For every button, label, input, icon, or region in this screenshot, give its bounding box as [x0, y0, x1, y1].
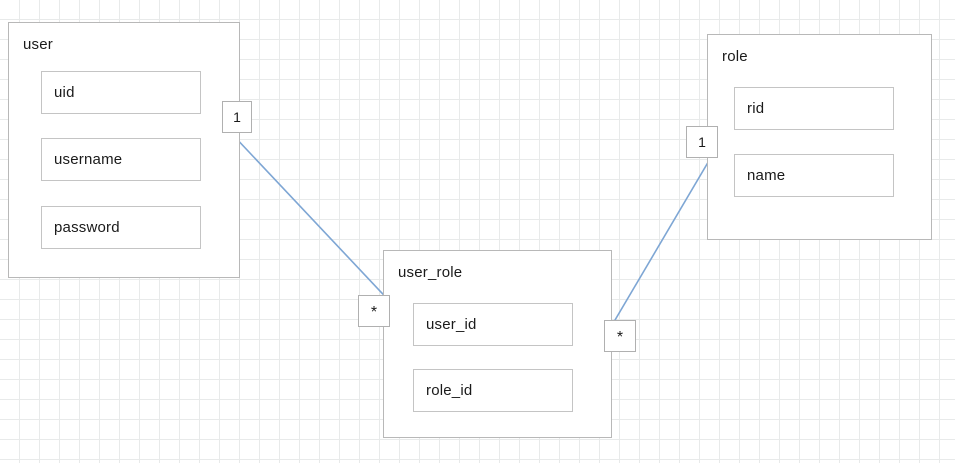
- cardinality-marker-user-one[interactable]: 1: [222, 101, 252, 133]
- entity-role[interactable]: role rid name: [707, 34, 932, 240]
- entity-user[interactable]: user uid username password: [8, 22, 240, 278]
- cardinality-marker-user_role-right-many[interactable]: *: [604, 320, 636, 352]
- attribute-password[interactable]: password: [41, 206, 201, 249]
- attribute-name-label: name: [747, 167, 786, 184]
- attribute-uid[interactable]: uid: [41, 71, 201, 114]
- entity-user_role-title: user_role: [398, 264, 463, 281]
- attribute-user_id-label: user_id: [426, 316, 477, 333]
- attribute-username-label: username: [54, 151, 123, 168]
- entity-user-title: user: [23, 36, 53, 53]
- attribute-password-label: password: [54, 219, 120, 236]
- attribute-rid[interactable]: rid: [734, 87, 894, 130]
- entity-user_role[interactable]: user_role user_id role_id: [383, 250, 612, 438]
- attribute-rid-label: rid: [747, 100, 765, 117]
- attribute-user_id[interactable]: user_id: [413, 303, 573, 346]
- attribute-role_id-label: role_id: [426, 382, 473, 399]
- cardinality-marker-role-one[interactable]: 1: [686, 126, 718, 158]
- cardinality-marker-user_role-left-many[interactable]: *: [358, 295, 390, 327]
- attribute-username[interactable]: username: [41, 138, 201, 181]
- attribute-uid-label: uid: [54, 84, 75, 101]
- entity-role-title: role: [722, 48, 748, 65]
- attribute-name[interactable]: name: [734, 154, 894, 197]
- attribute-role_id[interactable]: role_id: [413, 369, 573, 412]
